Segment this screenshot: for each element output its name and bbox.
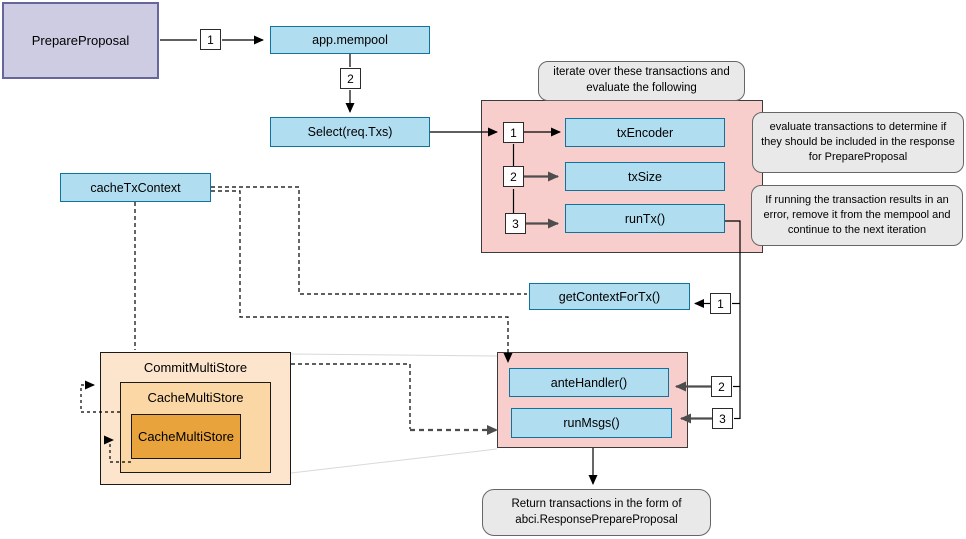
node-app-mempool-label: app.mempool bbox=[312, 33, 388, 47]
edge-runtx-rail bbox=[725, 220, 741, 419]
callout-evaluate: evaluate transactions to determine if th… bbox=[752, 112, 964, 173]
badge-iterate-3-label: 3 bbox=[512, 216, 519, 231]
edge-commitstore-elbow bbox=[291, 363, 411, 429]
edge-cachectx-to-antehandler bbox=[211, 190, 513, 363]
node-tx-encoder: txEncoder bbox=[565, 118, 725, 147]
callout-return: Return transactions in the form of abci.… bbox=[482, 489, 711, 536]
node-prepare-proposal-label: PrepareProposal bbox=[31, 33, 130, 48]
badge-iterate-3: 3 bbox=[505, 213, 526, 234]
callout-return-text: Return transactions in the form of abci.… bbox=[511, 497, 682, 526]
badge-iterate-1: 1 bbox=[503, 122, 524, 143]
node-cache-tx-context: cacheTxContext bbox=[60, 173, 211, 202]
store-commit-multi-store-label: CommitMultiStore bbox=[143, 360, 248, 375]
node-prepare-proposal: PrepareProposal bbox=[2, 2, 159, 79]
node-run-tx-label: runTx() bbox=[624, 211, 666, 226]
callout-evaluate-text: evaluate transactions to determine if th… bbox=[761, 121, 955, 163]
badge-flow-1-label: 1 bbox=[207, 32, 214, 47]
badge-runtx-2-label: 2 bbox=[718, 379, 725, 394]
badge-runtx-3: 3 bbox=[712, 408, 733, 429]
node-get-context-for-tx-label: getContextForTx() bbox=[558, 289, 661, 304]
callout-iterate: iterate over these transactions and eval… bbox=[538, 61, 745, 101]
callout-error-text: If running the transaction results in an… bbox=[763, 194, 951, 236]
badge-iterate-2-label: 2 bbox=[510, 169, 517, 184]
badge-runtx-1-label: 1 bbox=[717, 296, 724, 311]
edge-innerstore-to-cachestore bbox=[104, 435, 131, 463]
store-cache-multi-store-inner: CacheMultiStore bbox=[131, 414, 241, 459]
edge-cachectx-to-getcontext bbox=[211, 186, 527, 295]
node-select-req-txs: Select(req.Txs) bbox=[270, 117, 430, 147]
badge-flow-1: 1 bbox=[200, 29, 221, 50]
faint-link-bottom bbox=[290, 448, 498, 474]
edge-cachestore-to-commitstore bbox=[80, 380, 120, 413]
node-app-mempool: app.mempool bbox=[270, 26, 430, 54]
store-cache-multi-store-label: CacheMultiStore bbox=[147, 390, 244, 405]
node-tx-size-label: txSize bbox=[627, 169, 663, 184]
faint-link-top bbox=[290, 353, 498, 357]
badge-iterate-2: 2 bbox=[503, 166, 524, 187]
badge-iterate-1-label: 1 bbox=[510, 125, 517, 140]
node-tx-encoder-label: txEncoder bbox=[616, 125, 674, 140]
badge-runtx-1: 1 bbox=[710, 293, 731, 314]
node-get-context-for-tx: getContextForTx() bbox=[529, 283, 690, 310]
node-ante-handler: anteHandler() bbox=[509, 368, 669, 397]
callout-iterate-text: iterate over these transactions and eval… bbox=[553, 66, 730, 94]
badge-flow-2-label: 2 bbox=[347, 71, 354, 86]
node-select-req-txs-label: Select(req.Txs) bbox=[307, 125, 393, 139]
node-cache-tx-context-label: cacheTxContext bbox=[90, 180, 181, 195]
node-run-msgs-label: runMsgs() bbox=[563, 416, 620, 430]
node-ante-handler-label: anteHandler() bbox=[550, 375, 628, 390]
callout-error: If running the transaction results in an… bbox=[751, 185, 963, 246]
node-tx-size: txSize bbox=[565, 162, 725, 191]
badge-runtx-3-label: 3 bbox=[719, 411, 726, 426]
node-run-tx: runTx() bbox=[565, 204, 725, 233]
badge-flow-2: 2 bbox=[340, 68, 361, 89]
node-run-msgs: runMsgs() bbox=[511, 408, 672, 438]
badge-runtx-2: 2 bbox=[711, 376, 732, 397]
store-cache-multi-store-inner-label: CacheMultiStore bbox=[137, 429, 235, 444]
